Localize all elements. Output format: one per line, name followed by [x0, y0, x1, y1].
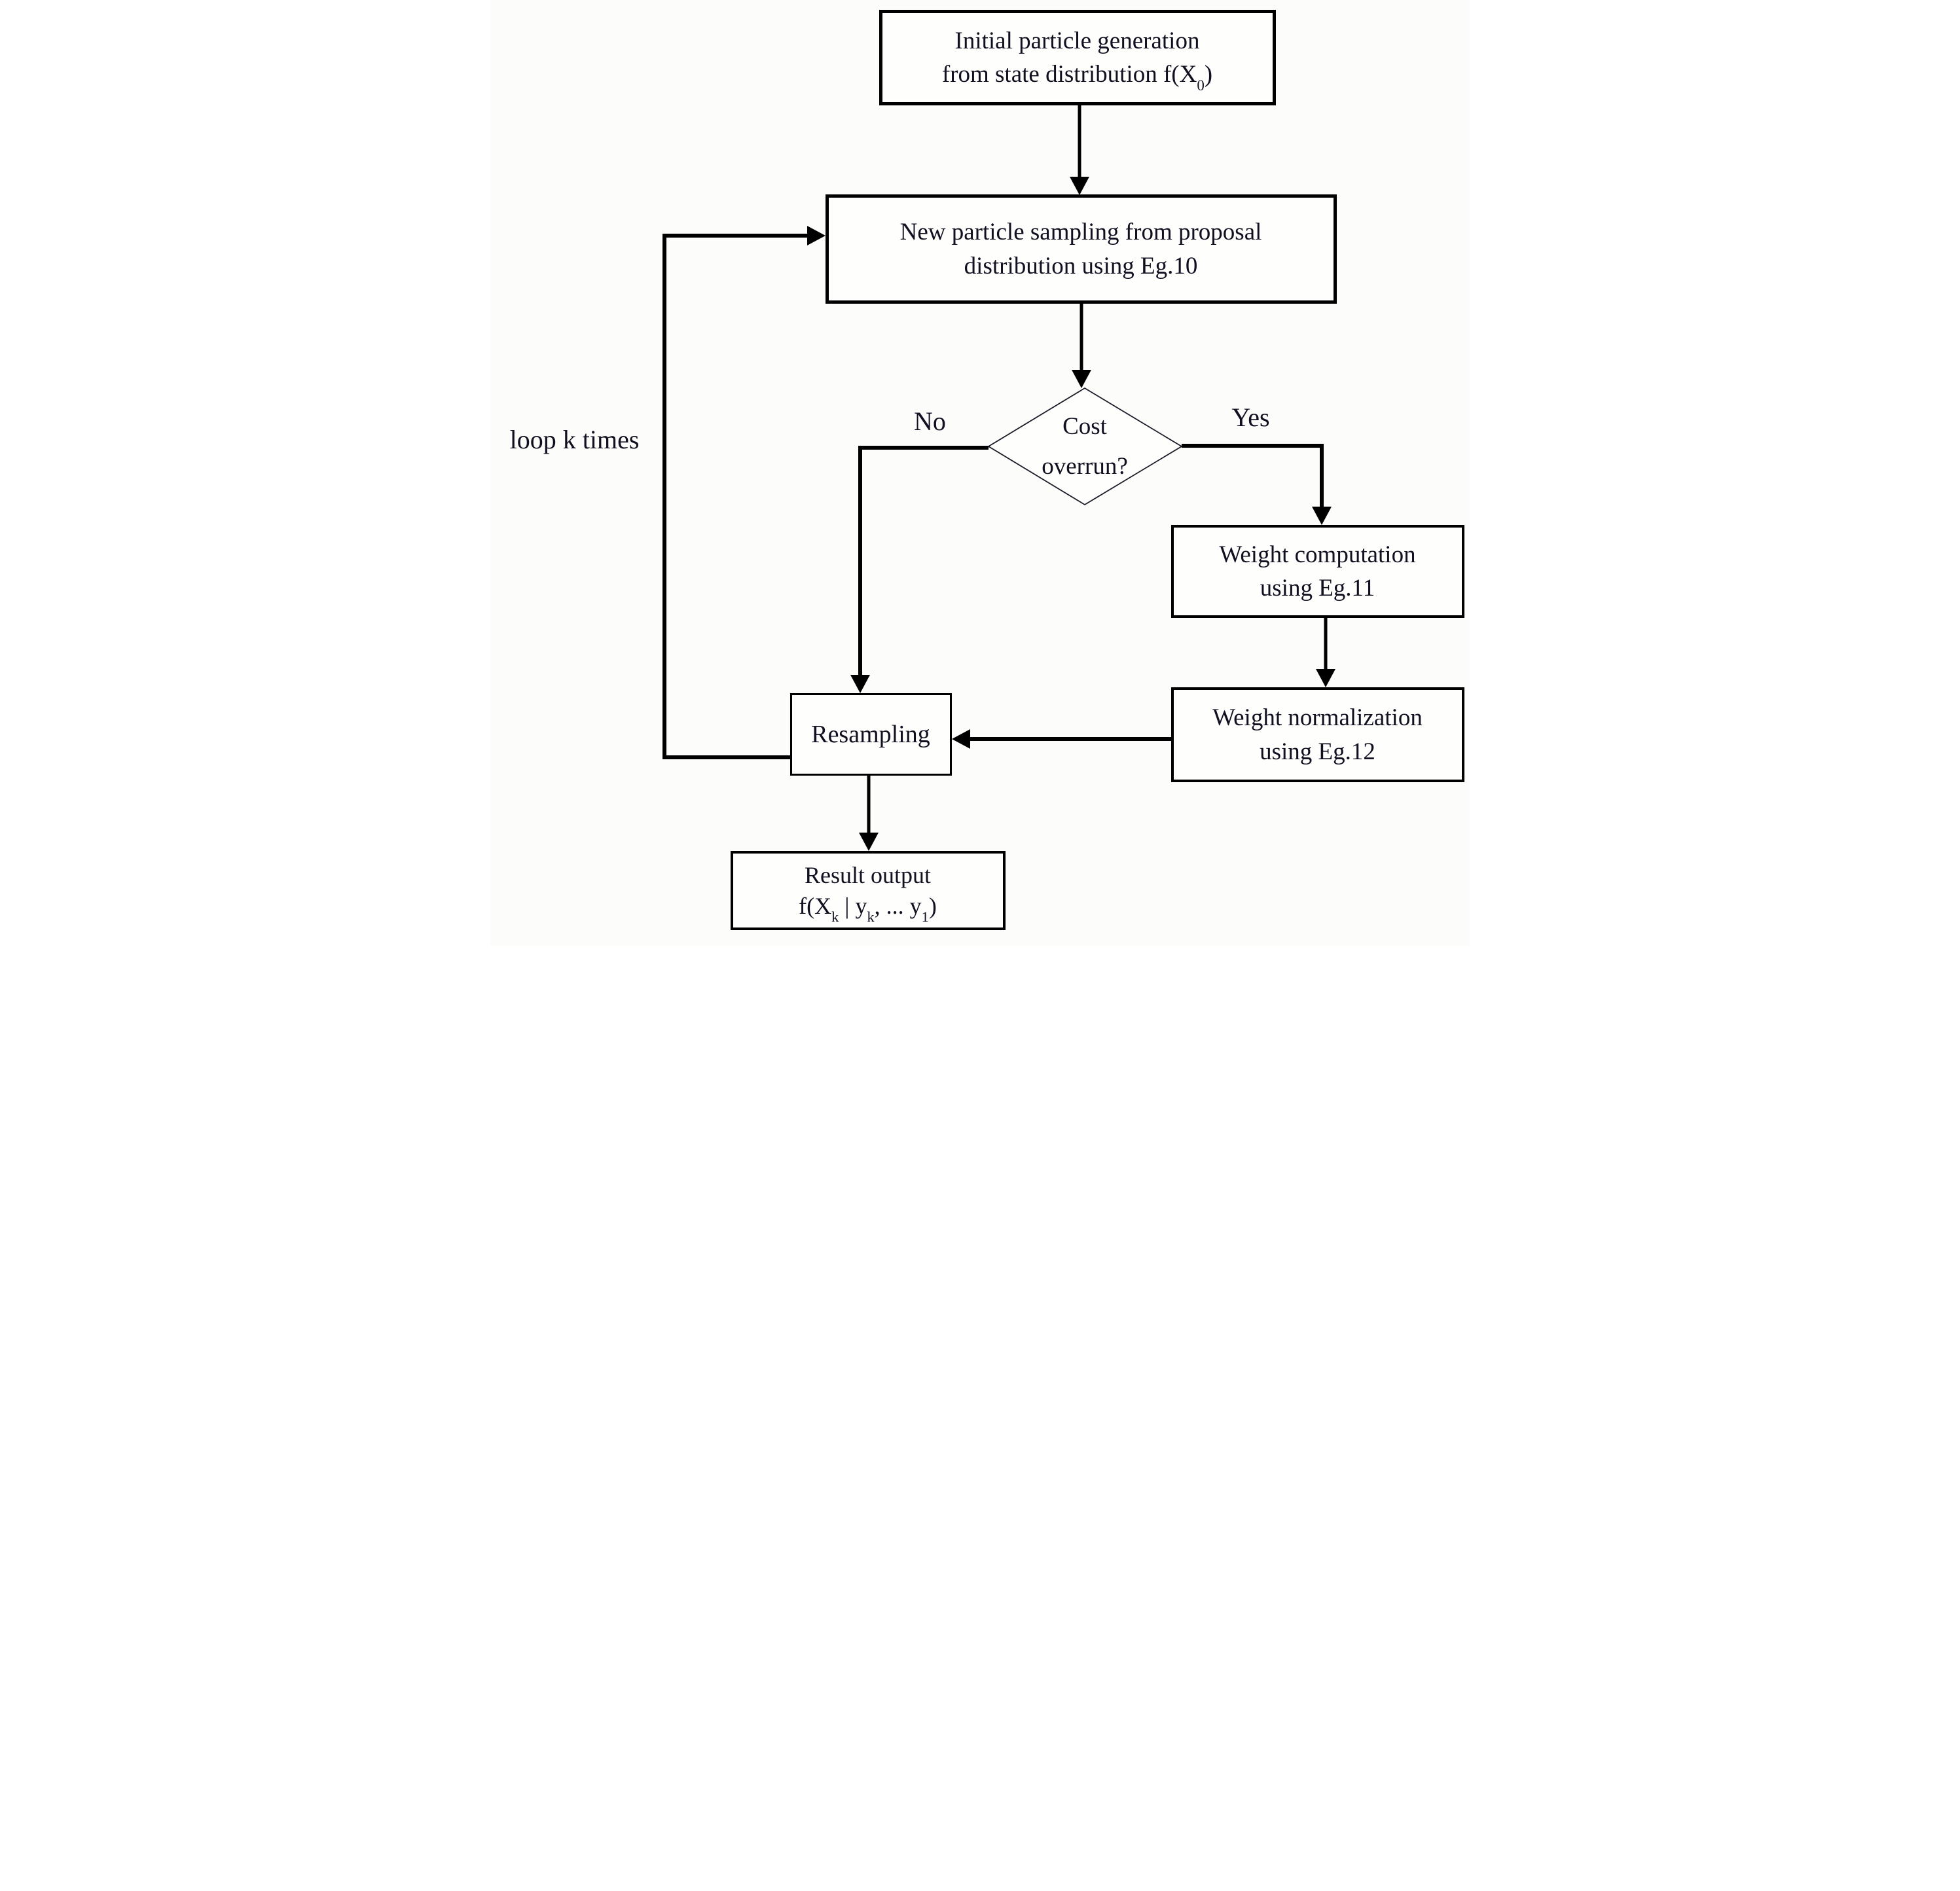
node-result-line1: Result output: [804, 861, 931, 888]
node-weight-normalization: Weight normalization using Eg.12: [1171, 687, 1464, 782]
edge-loop-back: [662, 234, 808, 759]
node-sampling-line1: New particle sampling from proposal: [899, 219, 1262, 246]
arrowhead-down-icon: [1311, 507, 1332, 525]
node-result-output: Result output f(Xk | yk, ... y1): [730, 851, 1006, 930]
result-f-sub2: k: [867, 908, 875, 925]
edge-label-loop-k-times: loop k times: [509, 425, 640, 454]
result-f-mid2: , ... y: [874, 892, 922, 919]
node-norm-line1: Weight normalization: [1212, 704, 1423, 732]
edge-label-yes: Yes: [1231, 403, 1270, 432]
node-result-formula: f(Xk | yk, ... y1): [799, 891, 937, 925]
result-f-pre: f(X: [799, 892, 832, 919]
node-initial-line1: Initial particle generation: [954, 27, 1200, 54]
node-sampling-line2: distribution using Eg.10: [964, 252, 1198, 279]
flowchart-edges: [662, 105, 1335, 851]
arrowhead-down-icon: [1071, 370, 1091, 388]
edge-label-no: No: [914, 406, 946, 436]
node-initial-particle-generation: Initial particle generation from state d…: [879, 10, 1276, 105]
flowchart-canvas: Initial particle generation from state d…: [490, 0, 1470, 946]
arrowhead-down-icon: [858, 833, 879, 851]
arrowhead-down-icon: [1315, 669, 1335, 687]
arrowhead-right-icon: [807, 226, 826, 245]
node-comp-line1: Weight computation: [1219, 541, 1416, 568]
node-weight-computation: Weight computation using Eg.11: [1171, 525, 1464, 618]
node-resampling: Resampling: [789, 693, 952, 776]
result-f-sub1: k: [831, 908, 839, 925]
node-new-particle-sampling: New particle sampling from proposal dist…: [825, 194, 1337, 304]
node-initial-line2-post: ): [1204, 61, 1213, 88]
arrowhead-down-icon: [850, 675, 870, 693]
edge-no-branch: [858, 446, 989, 676]
decision-diamond: [987, 387, 1183, 506]
node-norm-line2: using Eg.12: [1260, 738, 1375, 765]
node-cost-overrun-decision: Cost overrun?: [989, 393, 1182, 501]
edge-yes-branch: [1181, 444, 1324, 508]
result-f-mid1: | y: [839, 892, 867, 919]
arrowhead-down-icon: [1069, 177, 1089, 195]
node-resampling-label: Resampling: [811, 720, 930, 748]
result-f-sub3: 1: [921, 908, 929, 925]
node-initial-line2-sub: 0: [1197, 77, 1205, 94]
node-initial-line2-pre: from state distribution f(X: [941, 61, 1197, 88]
decision-line1: Cost: [1062, 412, 1107, 440]
decision-line2: overrun?: [1042, 452, 1128, 480]
arrowhead-left-icon: [951, 729, 970, 749]
node-initial-line2: from state distribution f(X0): [941, 58, 1213, 94]
result-f-post: ): [928, 892, 937, 919]
node-comp-line2: using Eg.11: [1260, 575, 1375, 602]
